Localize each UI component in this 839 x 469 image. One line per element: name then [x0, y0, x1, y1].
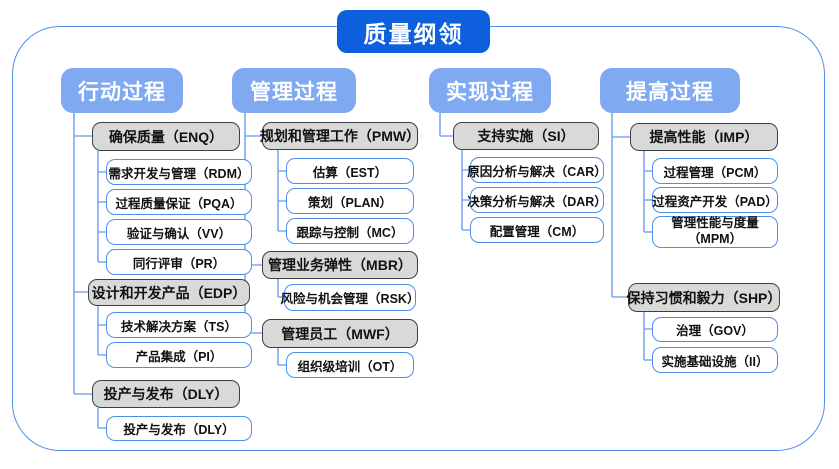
process-node-ii: 实施基础设施（II）: [652, 347, 778, 373]
group-node-imp: 提高性能（IMP）: [630, 123, 778, 151]
group-node-shp: 保持习惯和毅力（SHP）: [627, 283, 781, 312]
process-node-rsk: 风险与机会管理（RSK）: [281, 284, 419, 311]
process-node-vv: 验证与确认（VV）: [106, 219, 252, 245]
process-node-mc: 跟踪与控制（MC）: [286, 218, 414, 244]
group-node-mwf: 管理员工（MWF）: [262, 319, 418, 348]
group-node-pmw: 规划和管理工作（PMW）: [260, 122, 420, 150]
process-node-car: 原因分析与解决（CAR）: [467, 157, 607, 183]
process-node-ot: 组织级培训（OT）: [286, 352, 414, 378]
column-header-action-process: 行动过程: [61, 68, 183, 113]
group-node-mbr: 管理业务弹性（MBR）: [262, 251, 418, 279]
group-node-dly: 投产与发布（DLY）: [92, 380, 240, 408]
column-header-realization-process: 实现过程: [429, 68, 551, 113]
process-node-pqa: 过程质量保证（PQA）: [106, 189, 252, 215]
process-node-dar: 决策分析与解决（DAR）: [467, 187, 607, 213]
group-node-edp: 设计和开发产品（EDP）: [88, 279, 250, 306]
column-header-improvement-process: 提高过程: [600, 68, 740, 113]
process-node-pcm: 过程管理（PCM）: [652, 158, 778, 184]
diagram-title: 质量纲领: [337, 10, 490, 53]
group-node-enq: 确保质量（ENQ）: [92, 122, 240, 151]
process-node-ts: 技术解决方案（TS）: [106, 312, 252, 338]
process-node-plan: 策划（PLAN）: [286, 188, 414, 214]
column-header-management-process: 管理过程: [232, 68, 356, 113]
process-node-pi: 产品集成（PI）: [106, 342, 252, 368]
process-node-dly: 投产与发布（DLY）: [106, 416, 252, 441]
group-node-si: 支持实施（SI）: [453, 122, 599, 150]
process-node-mpm: 管理性能与度量（MPM）: [652, 216, 778, 248]
process-node-est: 估算（EST）: [286, 158, 414, 184]
process-node-pad: 过程资产开发（PAD）: [652, 187, 778, 213]
process-node-pr: 同行评审（PR）: [106, 249, 252, 275]
process-node-gov: 治理（GOV）: [652, 317, 778, 342]
process-node-cm: 配置管理（CM）: [470, 217, 604, 243]
process-node-rdm: 需求开发与管理（RDM）: [106, 159, 252, 185]
